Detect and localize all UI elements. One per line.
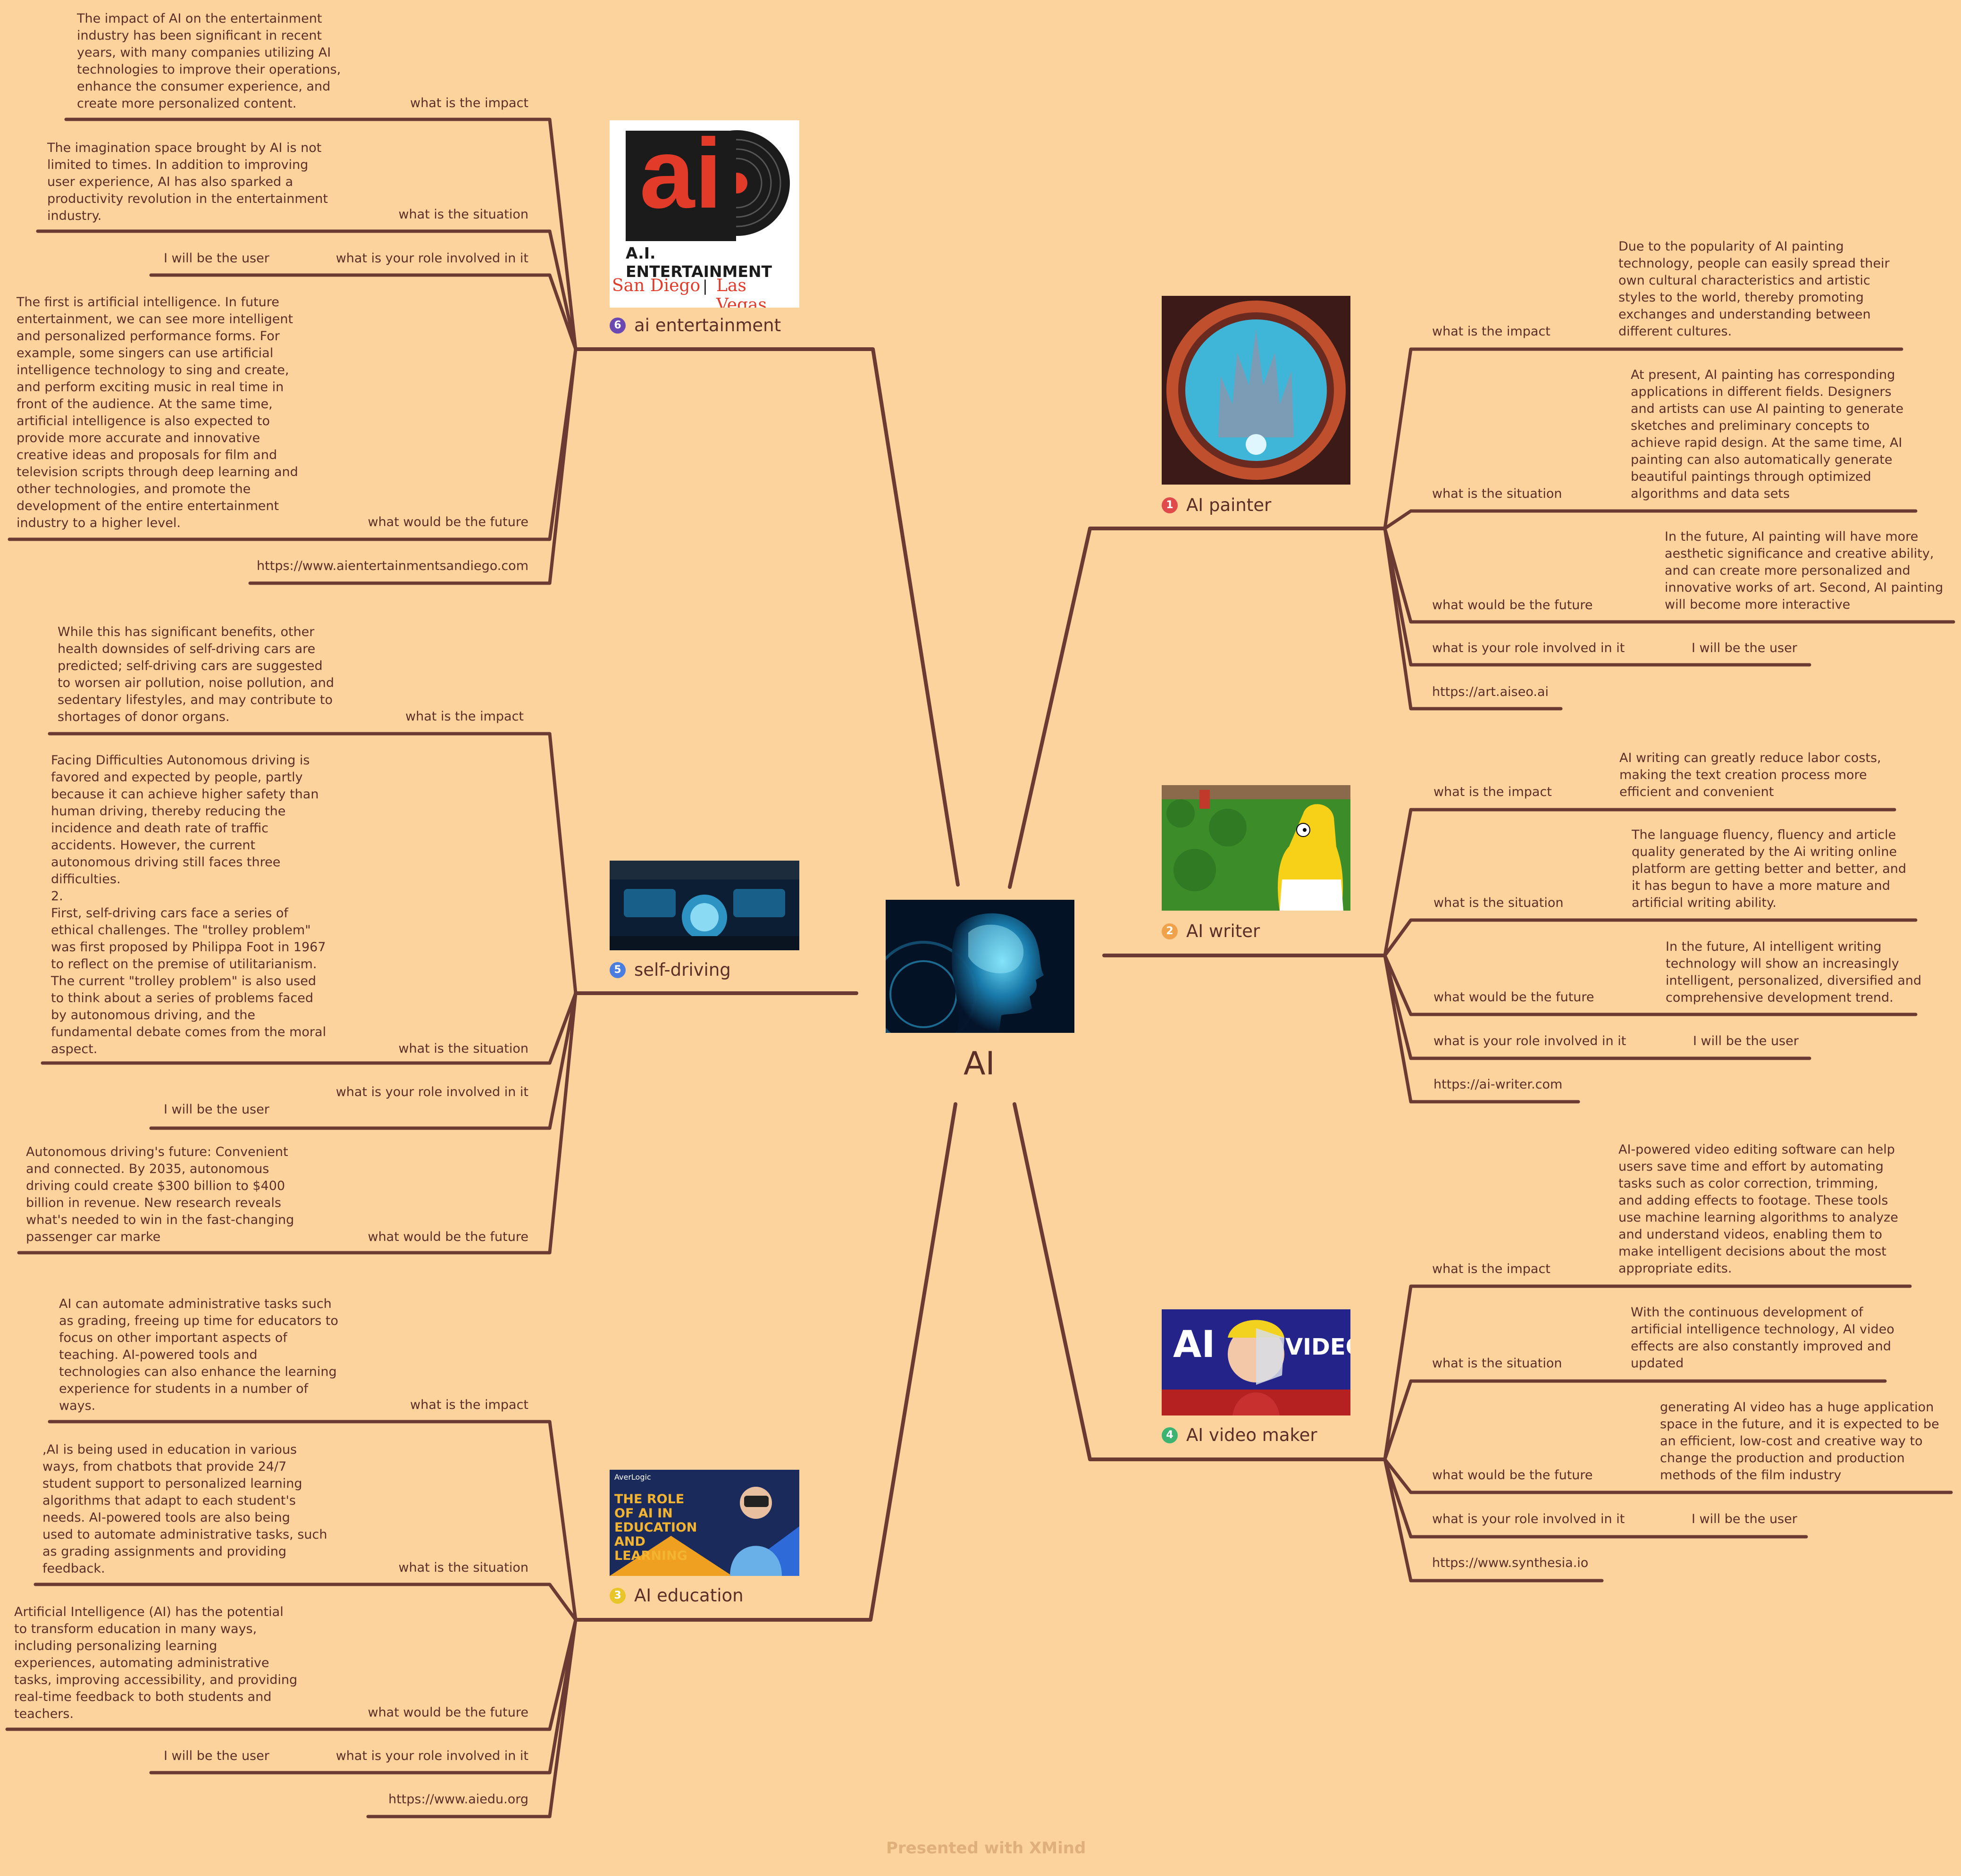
- self-driving-impact-text: While this has significant benefits, oth…: [58, 625, 334, 724]
- topic-ai-writer[interactable]: 2 AI writer: [1162, 921, 1260, 942]
- ai-ent-url-link[interactable]: https://www.aientertainmentsandiego.com: [257, 559, 528, 573]
- ai-writer-situation-text: The language fluency, fluency and articl…: [1632, 828, 1907, 910]
- branch-line-ai-video: [1013, 1102, 1387, 1461]
- topic-number-badge: 5: [610, 962, 626, 978]
- ai-edu-role-label[interactable]: what is your role involved in it: [335, 1749, 528, 1763]
- self-driving-role-label[interactable]: what is your role involved in it: [335, 1085, 528, 1099]
- ai-video-role-label[interactable]: what is your role involved in it: [1432, 1512, 1625, 1526]
- ai-painter-situation-label[interactable]: what is the situation: [1432, 486, 1562, 501]
- topic-number-badge: 4: [1162, 1427, 1178, 1443]
- ai-writer-impact-label[interactable]: what is the impact: [1433, 785, 1552, 799]
- thumbnail-title: THE ROLE OF AI IN EDUCATION AND LEARNING: [614, 1492, 697, 1563]
- ai-writer-role-label[interactable]: what is your role involved in it: [1433, 1034, 1626, 1048]
- presented-with-xmind-footer: Presented with XMind: [886, 1839, 1086, 1858]
- ai-video-role-text: I will be the user: [1692, 1512, 1797, 1526]
- ai-painter-role-text: I will be the user: [1692, 641, 1797, 655]
- topic-number-badge: 3: [610, 1588, 626, 1604]
- ai-edu-impact-label[interactable]: what is the impact: [410, 1398, 528, 1412]
- topic-self-driving[interactable]: 5 self-driving: [610, 960, 731, 980]
- topic-title: ai entertainment: [634, 315, 781, 335]
- topic-ai-entertainment[interactable]: 6 ai entertainment: [610, 315, 781, 336]
- ai-ent-situation-text: The imagination space brought by AI is n…: [47, 141, 328, 223]
- ai-edu-impact-text: AI can automate administrative tasks suc…: [59, 1297, 338, 1413]
- self-driving-situation-text: Facing Difficulties Autonomous driving i…: [51, 753, 327, 1056]
- ai-edu-url-link[interactable]: https://www.aiedu.org: [388, 1792, 528, 1807]
- ai-painter-url-link[interactable]: https://art.aiseo.ai: [1432, 685, 1549, 699]
- ai-writer-situation-label[interactable]: what is the situation: [1433, 896, 1564, 910]
- ai-writer-impact-text: AI writing can greatly reduce labor cost…: [1619, 751, 1881, 799]
- ai-brain-head-image: [886, 900, 1074, 1033]
- ai-painter-role-label[interactable]: what is your role involved in it: [1432, 641, 1625, 655]
- homer-simpson-hedge-image: [1162, 785, 1350, 911]
- ai-video-situation-text: With the continuous development of artif…: [1631, 1305, 1894, 1371]
- role-of-ai-in-education-thumbnail: AverLogic THE ROLE OF AI IN EDUCATION AN…: [610, 1470, 799, 1576]
- topic-title: self-driving: [634, 960, 731, 980]
- thumbnail-text-ai: AI: [1173, 1323, 1215, 1366]
- ai-video-situation-label[interactable]: what is the situation: [1432, 1356, 1562, 1371]
- ai-painter-situation-text: At present, AI painting has correspondin…: [1631, 368, 1904, 501]
- ai-writer-future-label[interactable]: what would be the future: [1433, 990, 1594, 1005]
- ai-writer-future-text: In the future, AI intelligent writing te…: [1666, 939, 1922, 1005]
- ai-ent-future-text: The first is artificial intelligence. In…: [17, 295, 298, 530]
- ai-writer-url-link[interactable]: https://ai-writer.com: [1433, 1077, 1563, 1092]
- ai-ent-role-text: I will be the user: [164, 251, 269, 266]
- branch-line-ai-education: [574, 1102, 957, 1622]
- ai-edu-role-text: I will be the user: [164, 1749, 269, 1763]
- ai-video-future-text: generating AI video has a huge applicati…: [1660, 1400, 1939, 1482]
- topic-ai-education[interactable]: 3 AI education: [610, 1585, 744, 1606]
- branch-line-ai-entertainment: [574, 347, 960, 887]
- topic-title: AI education: [634, 1585, 744, 1606]
- self-driving-future-text: Autonomous driving's future: Convenient …: [26, 1145, 294, 1244]
- ai-edu-situation-label[interactable]: what is the situation: [398, 1560, 528, 1575]
- logo-city-1: San Diego: [612, 276, 701, 295]
- branch-line-ai-painter: [1008, 527, 1387, 889]
- ai-video-thumbnail: AI VIDEO: [1162, 1309, 1350, 1415]
- ai-video-impact-text: AI-powered video editing software can he…: [1618, 1142, 1898, 1276]
- logo-city-2: Las Vegas: [716, 276, 767, 308]
- topic-title: AI painter: [1186, 495, 1272, 515]
- ai-ent-situation-label[interactable]: what is the situation: [398, 207, 528, 222]
- ai-painter-impact-text: Due to the popularity of AI painting tec…: [1618, 239, 1890, 339]
- ai-painter-future-label[interactable]: what would be the future: [1432, 598, 1593, 612]
- ai-edu-situation-text: ,AI is being used in education in variou…: [42, 1442, 327, 1576]
- self-driving-situation-label[interactable]: what is the situation: [398, 1041, 528, 1056]
- logo-separator: |: [703, 277, 708, 295]
- ai-ent-impact-text: The impact of AI on the entertainment in…: [77, 11, 341, 111]
- ai-edu-future-text: Artificial Intelligence (AI) has the pot…: [14, 1605, 298, 1721]
- self-driving-future-label[interactable]: what would be the future: [368, 1230, 528, 1244]
- self-driving-role-text: I will be the user: [164, 1102, 269, 1117]
- topic-title: AI video maker: [1186, 1425, 1317, 1445]
- topic-number-badge: 2: [1162, 923, 1178, 939]
- ai-painter-impact-label[interactable]: what is the impact: [1432, 324, 1550, 339]
- central-topic-title[interactable]: AI: [964, 1045, 995, 1082]
- logo-brand-text: A.I. ENTERTAINMENT: [626, 244, 772, 281]
- ai-painter-future-text: In the future, AI painting will have mor…: [1665, 529, 1944, 612]
- ai-video-future-label[interactable]: what would be the future: [1432, 1468, 1593, 1482]
- topic-ai-painter[interactable]: 1 AI painter: [1162, 495, 1271, 516]
- fantasy-city-porthole-painting: [1162, 296, 1350, 485]
- ai-ent-impact-label[interactable]: what is the impact: [410, 96, 528, 110]
- topic-title: AI writer: [1186, 921, 1260, 941]
- topic-number-badge: 1: [1162, 497, 1178, 513]
- ai-edu-future-label[interactable]: what would be the future: [368, 1705, 528, 1720]
- thumbnail-text-video: VIDEO: [1285, 1334, 1350, 1360]
- car-dashboard-hud-image: [610, 861, 799, 950]
- ai-writer-role-text: I will be the user: [1693, 1034, 1799, 1048]
- self-driving-impact-label[interactable]: what is the impact: [405, 709, 524, 724]
- svg-text:ai: ai: [639, 120, 722, 229]
- thumbnail-brand: AverLogic: [614, 1473, 651, 1482]
- topic-number-badge: 6: [610, 318, 626, 334]
- ai-entertainment-logo: ai A.I. ENTERTAINMENT San Diego | Las Ve…: [610, 120, 799, 308]
- ai-ent-role-label[interactable]: what is your role involved in it: [335, 251, 528, 266]
- ai-ent-future-label[interactable]: what would be the future: [368, 515, 528, 529]
- topic-ai-video-maker[interactable]: 4 AI video maker: [1162, 1425, 1317, 1446]
- ai-video-url-link[interactable]: https://www.synthesia.io: [1432, 1556, 1589, 1570]
- ai-video-impact-label[interactable]: what is the impact: [1432, 1262, 1550, 1276]
